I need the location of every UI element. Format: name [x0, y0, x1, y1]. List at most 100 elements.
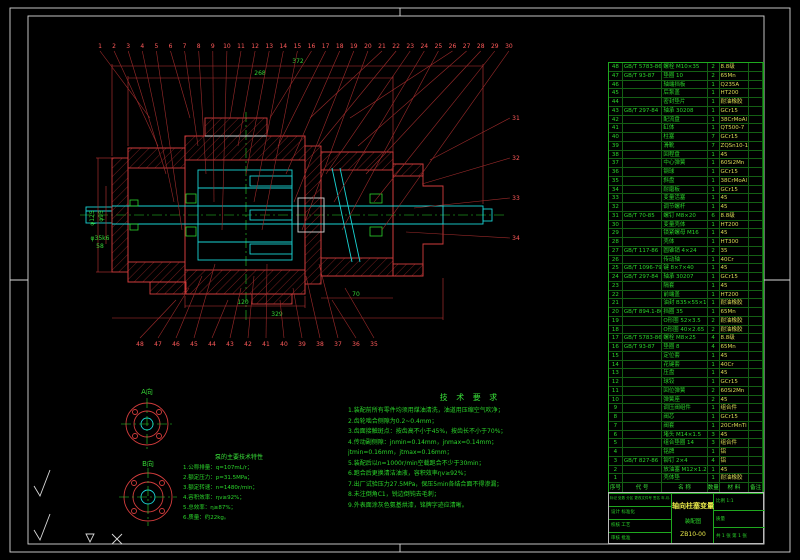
callout-number: 37 [334, 341, 342, 348]
bom-cell [622, 98, 663, 107]
bom-cell [749, 325, 763, 335]
bom-cell [622, 80, 663, 90]
callout-number: 1 [98, 43, 102, 50]
title-block-divider [713, 527, 765, 528]
bom-cell: 耐油橡胶 [719, 98, 750, 107]
leader-line [421, 157, 511, 185]
bom-cell: 密封垫片 [662, 98, 708, 107]
bom-cell: 1 [707, 308, 720, 317]
bom-cell: 螺钉 M8×20 [662, 211, 708, 221]
bom-cell [622, 421, 663, 431]
bom-cell: 铭牌 [662, 448, 708, 457]
bom-cell: 65Mn [719, 308, 750, 317]
bom-cell: 1 [707, 220, 720, 230]
bom-cell [749, 168, 763, 177]
callout-number: 7 [183, 43, 187, 50]
bom-cell: HT200 [719, 220, 750, 230]
bom-cell [749, 159, 763, 168]
leader-line [429, 117, 511, 161]
bom-cell: 21 [609, 299, 623, 308]
bom-cell [749, 439, 763, 448]
bom-cell [622, 89, 663, 98]
bom-cell: 油封 B35×55×10 [662, 299, 708, 308]
bom-cell: 调压阀组件 [662, 404, 708, 413]
leader-line [261, 50, 298, 231]
bom-cell: 组合件 [719, 439, 750, 448]
bom-cell: 垫圈 10 [662, 71, 708, 81]
bom-cell: 45 [719, 229, 750, 238]
sheet-frame [9, 7, 791, 553]
bom-cell: 40Cr [719, 360, 750, 370]
bom-cell: 压盘 [662, 369, 708, 378]
bom-cell: 螺栓 M8×25 [662, 334, 708, 343]
bom-cell: GCr15 [719, 106, 750, 116]
end-cap [392, 163, 444, 277]
bom-cell [622, 168, 663, 177]
bom-cell [749, 395, 763, 405]
bom-cell [749, 89, 763, 98]
bom-cell: 1 [707, 281, 720, 291]
leader-line [318, 263, 339, 339]
bom-cell: ZQSn10-1 [719, 141, 750, 151]
leader-line [405, 231, 511, 239]
bom-cell [749, 246, 763, 256]
callout-number: 39 [298, 341, 306, 348]
bom-cell [749, 176, 763, 186]
bom-cell: 1 [707, 290, 720, 300]
bom-cell: HT200 [719, 89, 750, 98]
bom-cell [622, 395, 663, 405]
surface-finish-symbols [33, 469, 123, 545]
bom-cell: 1 [707, 413, 720, 422]
bom-cell: O形圈 52×3.5 [662, 316, 708, 326]
revision-row: 标记 处数 分区 更改文件号 签名 年.月.日 [610, 496, 670, 500]
bearing-rear-lower [369, 226, 383, 237]
role-row-design: 设计 标准化 [611, 510, 635, 515]
bom-cell [749, 203, 763, 212]
bom-cell: 34 [609, 185, 623, 195]
bom-cell: 耐油橡胶 [719, 299, 750, 308]
swash-plate [331, 167, 353, 263]
bom-cell: 43 [609, 106, 623, 116]
bom-cell: 缸体 [662, 124, 708, 133]
bom-cell: GB/T 93-87 [622, 343, 663, 352]
title-block-divider [671, 493, 672, 543]
bom-cell: 2 [707, 395, 720, 405]
bom-cell: 20 [609, 308, 623, 317]
bom-cell [749, 290, 763, 300]
bom-cell [749, 141, 763, 151]
bom-cell: GB/T 70-85 [622, 211, 663, 221]
bom-cell [749, 220, 763, 230]
bom-cell: 7 [609, 421, 623, 431]
text-line: 5.装配后以n=1000r/min空载跑合不少于30min； [348, 459, 485, 467]
dimension-lines: 372 268 φ125 φ95 120 329 70 φ35k6 58 [89, 58, 484, 320]
bom-cell: 1 [707, 168, 720, 177]
leader-line [156, 50, 183, 231]
bom-cell [622, 369, 663, 378]
dim-mount-span: 120 [237, 299, 249, 306]
bom-cell: 1 [707, 264, 720, 273]
bom-cell: 45 [719, 465, 750, 475]
bom-cell [749, 413, 763, 422]
text-line: 2.齿轮啮合侧隙为0.2~0.4mm； [348, 417, 438, 425]
bom-cell: GB/T 1096-79 [622, 264, 663, 273]
text-line: 6.跑合后更换清洁油液，容积效率ηv≥92%； [348, 470, 470, 477]
leader-line [175, 275, 203, 339]
tech-requirements-title: 技 术 要 求 [439, 393, 501, 402]
bom-cell: 2 [707, 386, 720, 396]
leader-line [381, 50, 510, 231]
piston-bottom [249, 243, 293, 255]
bom-cell [749, 106, 763, 116]
bom-cell: 48 [609, 63, 623, 72]
bom-cell: 6 [609, 430, 623, 440]
bom-cell: 45 [719, 264, 750, 273]
